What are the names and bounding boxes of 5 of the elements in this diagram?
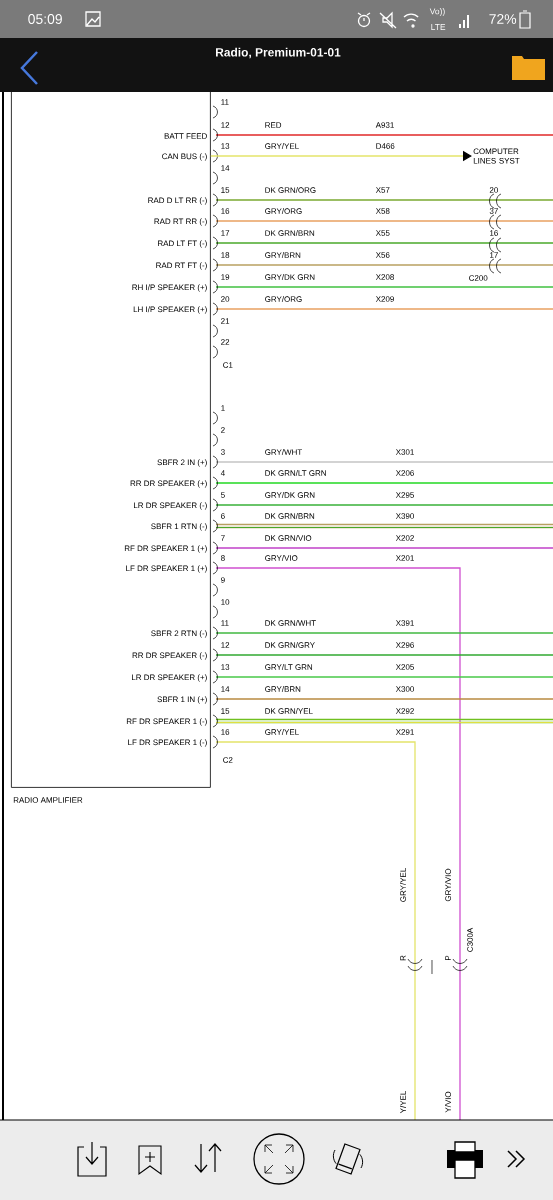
app-title: Radio, Premium-01-01 (216, 47, 341, 59)
network-text: LTE (431, 24, 446, 30)
network-text: Vo)) (429, 8, 445, 16)
battery-percentage: 72% (489, 14, 517, 24)
status-time: 05:09 (28, 14, 62, 24)
